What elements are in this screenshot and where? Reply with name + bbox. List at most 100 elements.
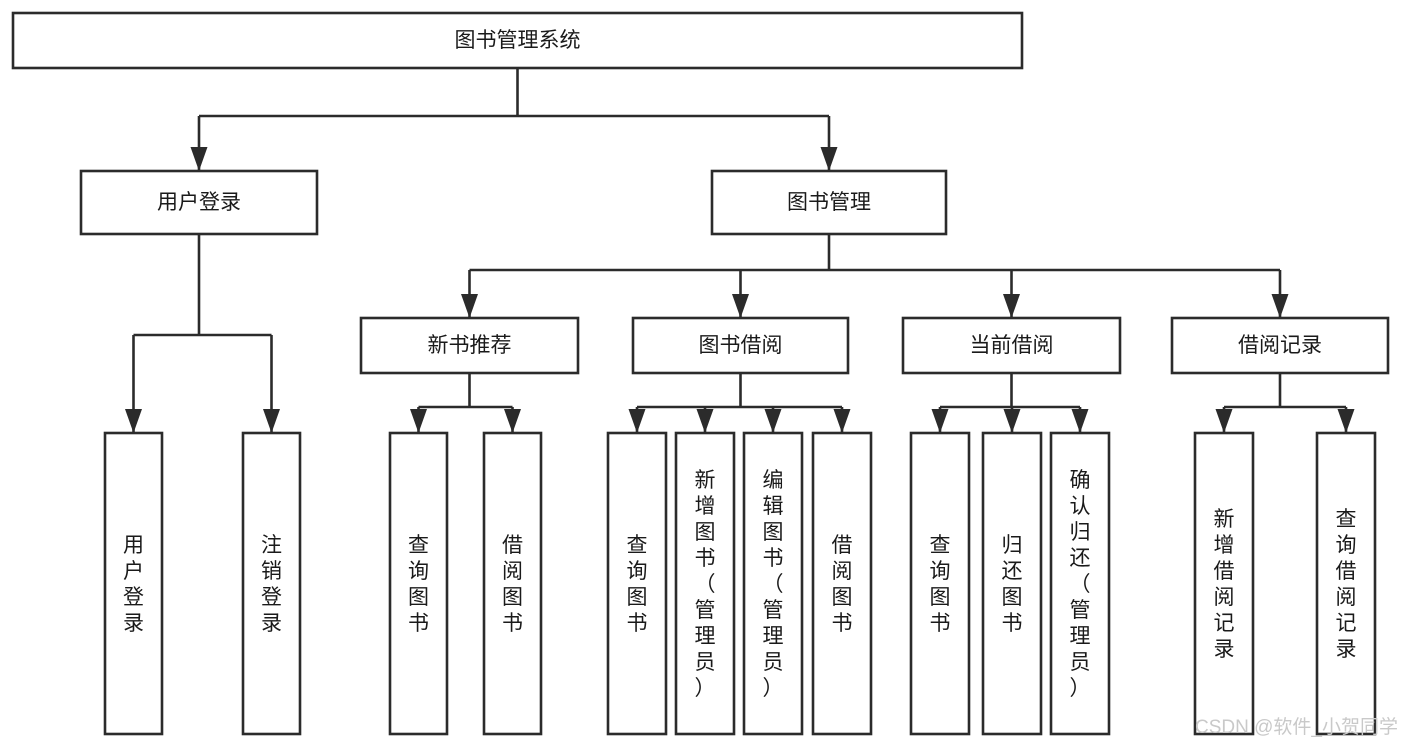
arrow-head-icon-user-login	[190, 147, 208, 171]
node-box-book-management	[710, 169, 948, 236]
node-box-borrow-borrow-book	[811, 431, 873, 736]
node-label-borrow-borrow-book-char-3: 书	[832, 612, 853, 635]
node-label-record-add-char-3: 阅	[1214, 586, 1235, 609]
node-label-user-login-do-char-0: 用	[123, 534, 144, 557]
node-label-borrow-borrow-book-char-1: 阅	[832, 560, 853, 583]
node-label-borrow-record: 借阅记录	[1238, 334, 1322, 357]
node-label-borrow-add-book-char-2: 图	[695, 521, 716, 544]
node-label-borrow-edit-book-char-5: 管	[763, 599, 784, 622]
node-label-borrow-add-book-char-4: （	[695, 573, 716, 596]
node-box-borrow-edit-book	[742, 431, 804, 736]
node-box-current-borrow	[901, 316, 1122, 375]
node-label-current-return-book-char-0: 归	[1002, 534, 1023, 557]
node-label-record-query-char-1: 询	[1336, 534, 1357, 557]
arrow-head-icon-current-confirm-return	[1071, 409, 1089, 433]
arrow-head-icon-book-borrow	[732, 294, 749, 318]
node-label-book-borrow: 图书借阅	[699, 334, 783, 357]
arrow-head-icon-user-logout	[263, 409, 280, 433]
arrow-head-icon-new-book-recommend	[461, 294, 478, 318]
node-label-recommend-borrow-book-char-1: 阅	[502, 560, 523, 583]
node-box-user-logout	[241, 431, 302, 736]
node-label-current-query-book-char-2: 图	[930, 586, 951, 609]
node-label-borrow-add-book-char-0: 新	[695, 469, 716, 492]
node-label-recommend-borrow-book-char-3: 书	[502, 612, 523, 635]
node-label-borrow-edit-book-char-1: 辑	[763, 495, 784, 518]
node-box-current-query-book	[909, 431, 971, 736]
connectors-layer	[125, 68, 1355, 433]
node-box-user-login-do	[103, 431, 164, 736]
node-label-record-query-char-5: 录	[1336, 638, 1357, 661]
node-label-record-query-char-2: 借	[1336, 560, 1357, 583]
node-user-login-do[interactable]: 用户登录	[103, 431, 164, 736]
node-new-book-recommend[interactable]: 新书推荐	[359, 316, 580, 375]
node-book-management[interactable]: 图书管理	[710, 169, 948, 236]
arrow-head-icon-record-add	[1215, 409, 1233, 433]
node-label-current-confirm-return-char-7: 员	[1070, 651, 1091, 674]
node-label-borrow-add-book-char-5: 管	[695, 599, 716, 622]
node-borrow-record[interactable]: 借阅记录	[1170, 316, 1390, 375]
arrow-head-icon-book-management	[820, 147, 838, 171]
arrow-head-icon-borrow-add-book	[696, 409, 714, 433]
node-label-current-return-book-char-3: 书	[1002, 612, 1023, 635]
node-label-record-add-char-1: 增	[1214, 534, 1235, 557]
node-label-borrow-borrow-book-char-2: 图	[832, 586, 853, 609]
node-current-borrow[interactable]: 当前借阅	[901, 316, 1122, 375]
node-label-record-query-char-4: 记	[1336, 612, 1357, 635]
node-label-borrow-edit-book-char-7: 员	[763, 651, 784, 674]
node-label-borrow-edit-book-char-3: 书	[763, 547, 784, 570]
node-label-user-login-do-char-3: 录	[123, 612, 144, 635]
node-label-recommend-query-book-char-1: 询	[408, 560, 429, 583]
arrow-head-icon-recommend-borrow-book	[504, 409, 521, 433]
node-label-current-query-book-char-3: 书	[930, 612, 951, 635]
node-label-record-add-char-4: 记	[1214, 612, 1235, 635]
node-label-record-add-char-5: 录	[1214, 638, 1235, 661]
node-label-current-query-book-char-0: 查	[930, 534, 951, 557]
node-label-borrow-edit-book-char-8: ）	[763, 677, 784, 700]
node-root[interactable]: 图书管理系统	[11, 11, 1024, 70]
node-label-borrow-edit-book-char-6: 理	[763, 625, 784, 648]
node-box-borrow-record	[1170, 316, 1390, 375]
node-label-current-query-book-char-1: 询	[930, 560, 951, 583]
node-label-user-logout-char-3: 录	[261, 612, 282, 635]
node-label-user-login: 用户登录	[157, 191, 241, 214]
node-box-recommend-borrow-book	[482, 431, 543, 736]
node-label-borrow-add-book-char-3: 书	[695, 547, 716, 570]
node-label-current-confirm-return-char-5: 管	[1070, 599, 1091, 622]
node-book-borrow[interactable]: 图书借阅	[631, 316, 850, 375]
arrow-head-icon-current-return-book	[1003, 409, 1021, 433]
node-box-borrow-query-book	[606, 431, 668, 736]
node-label-current-confirm-return-char-2: 归	[1070, 521, 1091, 544]
nodes-layer: 图书管理系统用户登录用户登录注销登录图书管理新书推荐查询图书借阅图书图书借阅查询…	[11, 11, 1390, 736]
node-label-record-query-char-3: 阅	[1336, 586, 1357, 609]
node-label-borrow-edit-book-char-0: 编	[763, 469, 784, 492]
node-label-new-book-recommend: 新书推荐	[428, 334, 512, 357]
arrow-head-icon-borrow-borrow-book	[833, 409, 851, 433]
node-label-current-confirm-return-char-3: 还	[1070, 547, 1091, 570]
node-label-book-management: 图书管理	[787, 191, 871, 214]
node-box-record-add	[1193, 431, 1255, 736]
node-label-recommend-borrow-book-char-2: 图	[502, 586, 523, 609]
node-box-recommend-query-book	[388, 431, 449, 736]
node-user-login[interactable]: 用户登录	[79, 169, 319, 236]
node-label-borrow-add-book-char-8: ）	[695, 677, 716, 700]
arrow-head-icon-borrow-query-book	[628, 409, 646, 433]
node-box-user-login	[79, 169, 319, 236]
node-label-user-login-do-char-1: 户	[123, 560, 144, 583]
arrow-head-icon-borrow-edit-book	[764, 409, 782, 433]
arrow-head-icon-current-query-book	[931, 409, 949, 433]
node-box-current-return-book	[981, 431, 1043, 736]
node-label-borrow-query-book-char-0: 查	[627, 534, 648, 557]
